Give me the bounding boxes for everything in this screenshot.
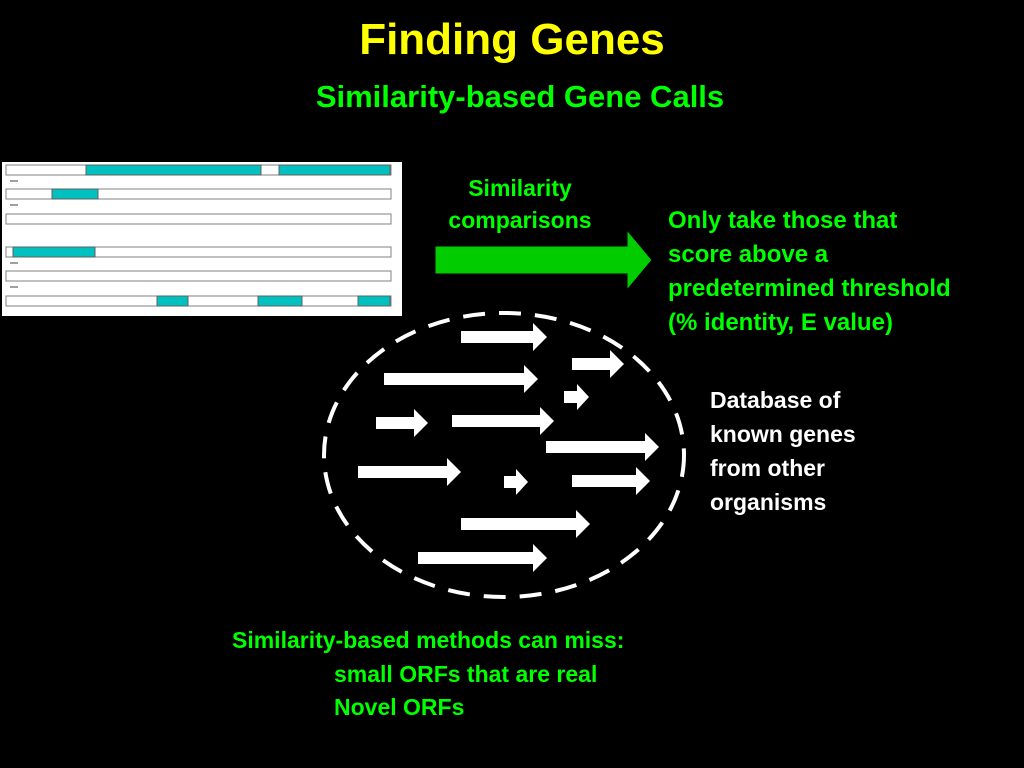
gene-arrow-icon <box>572 467 650 495</box>
gene-arrow-icon <box>384 365 538 393</box>
sequence-bar <box>5 295 392 307</box>
sequence-bar <box>5 188 392 200</box>
threshold-line: Only take those that <box>668 207 898 234</box>
similarity-hit <box>85 164 262 176</box>
limitation-item: Novel ORFs <box>334 694 465 720</box>
slide-subtitle: Similarity-based Gene Calls <box>315 79 725 114</box>
comparison-arrow-icon <box>434 228 653 292</box>
database-line: organisms <box>710 489 827 515</box>
known-gene-arrows <box>358 323 659 572</box>
similarity-hit <box>257 295 303 307</box>
gene-arrow-icon <box>546 433 659 461</box>
gene-arrow-icon <box>376 409 428 437</box>
database-line: Database of <box>710 387 841 413</box>
similarity-label-line: Similarity <box>468 175 572 201</box>
database-line: from other <box>710 455 825 481</box>
database-label: Database of known genes from other organ… <box>710 383 950 519</box>
sequence-bar <box>5 246 392 258</box>
limitations-heading: Similarity-based methods can miss: <box>232 627 625 653</box>
database-ellipse <box>322 311 686 599</box>
similarity-hit <box>156 295 189 307</box>
alignment-panel-bg <box>2 162 402 316</box>
threshold-line: (% identity, E value) <box>668 309 893 336</box>
similarity-hit <box>51 188 99 200</box>
gene-arrow-icon <box>504 469 528 495</box>
similarity-hit <box>278 164 391 176</box>
slide-title: Finding Genes <box>359 15 665 64</box>
similarity-label-line: comparisons <box>448 207 592 233</box>
gene-arrow-icon <box>461 323 547 351</box>
limitation-item: small ORFs that are real <box>334 661 598 687</box>
gene-arrow-icon <box>452 407 554 435</box>
gene-arrow-icon <box>418 544 547 572</box>
alignment-panel <box>2 162 402 316</box>
sequence-bar <box>5 270 392 282</box>
gene-arrow-icon <box>358 458 461 486</box>
similarity-hit <box>357 295 391 307</box>
database-line: known genes <box>710 421 856 447</box>
similarity-comparisons-label: Similarity comparisons <box>420 172 620 236</box>
threshold-line: score above a <box>668 241 829 268</box>
similarity-hit <box>12 246 96 258</box>
threshold-note: Only take those that score above a prede… <box>668 204 1020 340</box>
gene-arrow-icon <box>461 510 590 538</box>
gene-arrow-icon <box>572 350 624 378</box>
gene-arrow-icon <box>564 384 589 410</box>
threshold-line: predetermined threshold <box>668 275 951 302</box>
sequence-bar <box>5 213 392 225</box>
